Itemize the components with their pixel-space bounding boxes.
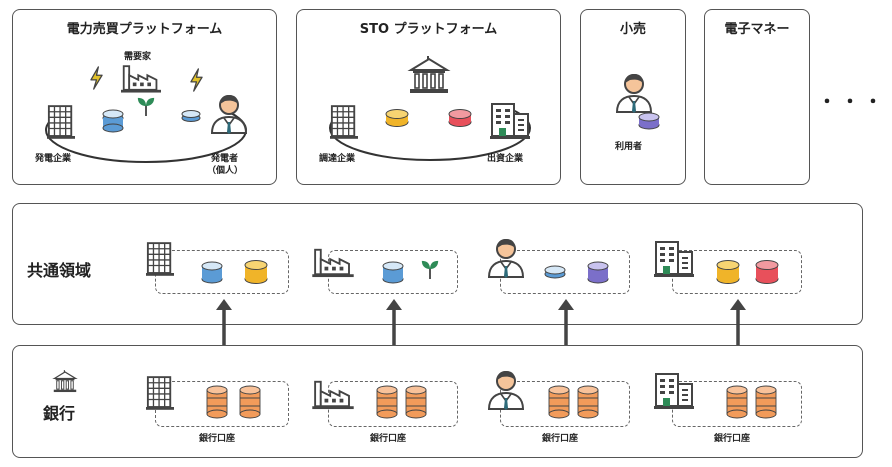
common-coin-blue-1 [201, 261, 223, 284]
retail-panel: 小売 利用者 [580, 9, 686, 185]
emoney-panel: 電子マネー [704, 9, 810, 185]
bank-coin-stack-4b [755, 385, 777, 419]
energy-coin-icon [102, 109, 124, 133]
retail-title: 小売 [619, 22, 646, 37]
individual-label-line1: 発電者 [211, 154, 239, 164]
bank-coin-stacks [206, 385, 777, 419]
individual-label-line2: （個人） [207, 166, 244, 176]
investor-company-label: 出資企業 [487, 154, 524, 164]
common-coin-red [755, 260, 779, 284]
bank-coin-stack-3b [577, 385, 599, 419]
common-coin-blue-2 [382, 261, 404, 284]
bank-coin-stack-1a [206, 385, 228, 419]
energy-coin-small-icon [181, 110, 201, 122]
bank-building-icon [53, 370, 77, 393]
common-coin-gold-2 [716, 260, 740, 284]
emoney-title: 電子マネー [724, 22, 790, 37]
common-coin-blue-small [544, 265, 566, 279]
sto-illustration [329, 56, 531, 161]
bank-row-building-icon [146, 376, 174, 411]
bank-coin-stack-4a [726, 385, 748, 419]
common-coin-gold-1 [244, 260, 268, 284]
bank-coin-stack-2a [376, 385, 398, 419]
sto-title: STO プラットフォーム [359, 22, 498, 37]
power-trading-panel: 電力売買プラットフォーム 需要家 発電企業 発電者 （個人） [12, 9, 277, 185]
bank-account-label: 銀行口座 [542, 434, 579, 444]
common-area-label: 共通領域 [27, 261, 92, 280]
power-trading-illustration [45, 65, 247, 163]
retail-coin-icon [638, 112, 660, 130]
user-label: 利用者 [615, 142, 643, 152]
bank-label: 銀行 [43, 404, 76, 423]
bank-row-person-icon [488, 370, 524, 410]
more-ellipsis: ・・・ [818, 92, 887, 113]
bank-account-label: 銀行口座 [370, 434, 407, 444]
procurement-company-label: 調達企業 [319, 154, 356, 164]
retail-illustration [615, 72, 660, 130]
bank-coin-stack-3a [548, 385, 570, 419]
bank-coin-stack-1b [239, 385, 261, 419]
security-token-gold-icon [385, 109, 409, 127]
sto-panel: STO プラットフォーム 調達企業 出資企業 [296, 9, 561, 185]
power-company-label: 発電企業 [35, 154, 72, 164]
consumer-label: 需要家 [124, 52, 152, 62]
bank-row-office-icon [654, 373, 694, 410]
power-trading-title: 電力売買プラットフォーム [66, 22, 223, 37]
bank-row-factory-icon [312, 380, 354, 410]
bank-coin-stack-2b [405, 385, 427, 419]
bank-account-label: 銀行口座 [199, 434, 236, 444]
bank-account-label: 銀行口座 [714, 434, 751, 444]
security-token-red-icon [448, 109, 472, 127]
common-coin-purple [587, 261, 609, 284]
